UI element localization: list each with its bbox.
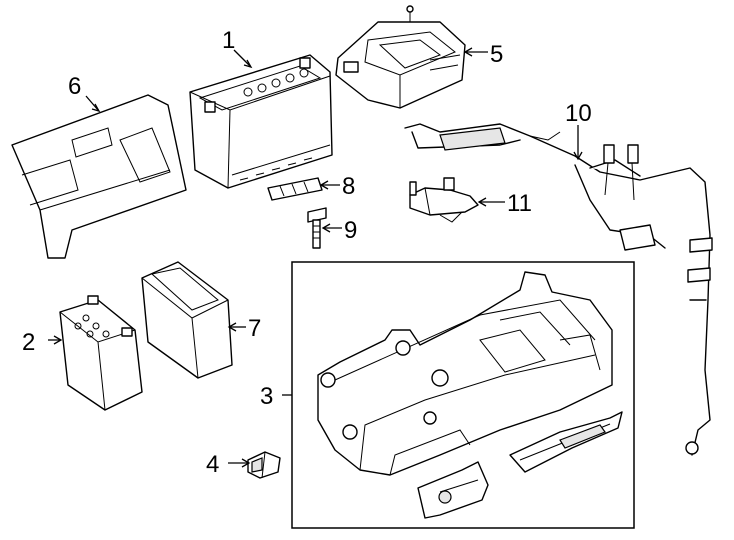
part-7-battery-box xyxy=(141,261,233,379)
part-8-terminal-block xyxy=(267,177,323,201)
part-11-sensor xyxy=(409,177,479,223)
callout-8: 8 xyxy=(342,173,355,200)
leader-lines xyxy=(48,47,583,468)
callout-7: 7 xyxy=(248,315,261,342)
callout-2: 2 xyxy=(22,329,35,356)
part-6-battery-cover xyxy=(11,94,187,259)
part-2-aux-battery xyxy=(59,295,143,411)
callout-6: 6 xyxy=(68,73,81,100)
part-5-distribution-module xyxy=(335,5,466,109)
callout-9: 9 xyxy=(344,217,357,244)
callout-11: 11 xyxy=(507,190,532,217)
part-3-battery-tray xyxy=(317,271,613,476)
callout-5: 5 xyxy=(490,41,503,68)
callout-3: 3 xyxy=(260,383,273,410)
callout-1: 1 xyxy=(222,27,235,54)
part-1-main-battery xyxy=(189,54,333,189)
part-9-bolt xyxy=(307,207,327,249)
callout-4: 4 xyxy=(206,451,219,478)
callout-10: 10 xyxy=(565,100,592,127)
callout-labels: 1 2 3 4 5 6 7 8 9 10 11 xyxy=(22,27,592,478)
part-4-clip xyxy=(247,451,281,479)
part-3-bracket-right xyxy=(509,411,623,473)
part-3-bracket-left xyxy=(417,461,489,519)
